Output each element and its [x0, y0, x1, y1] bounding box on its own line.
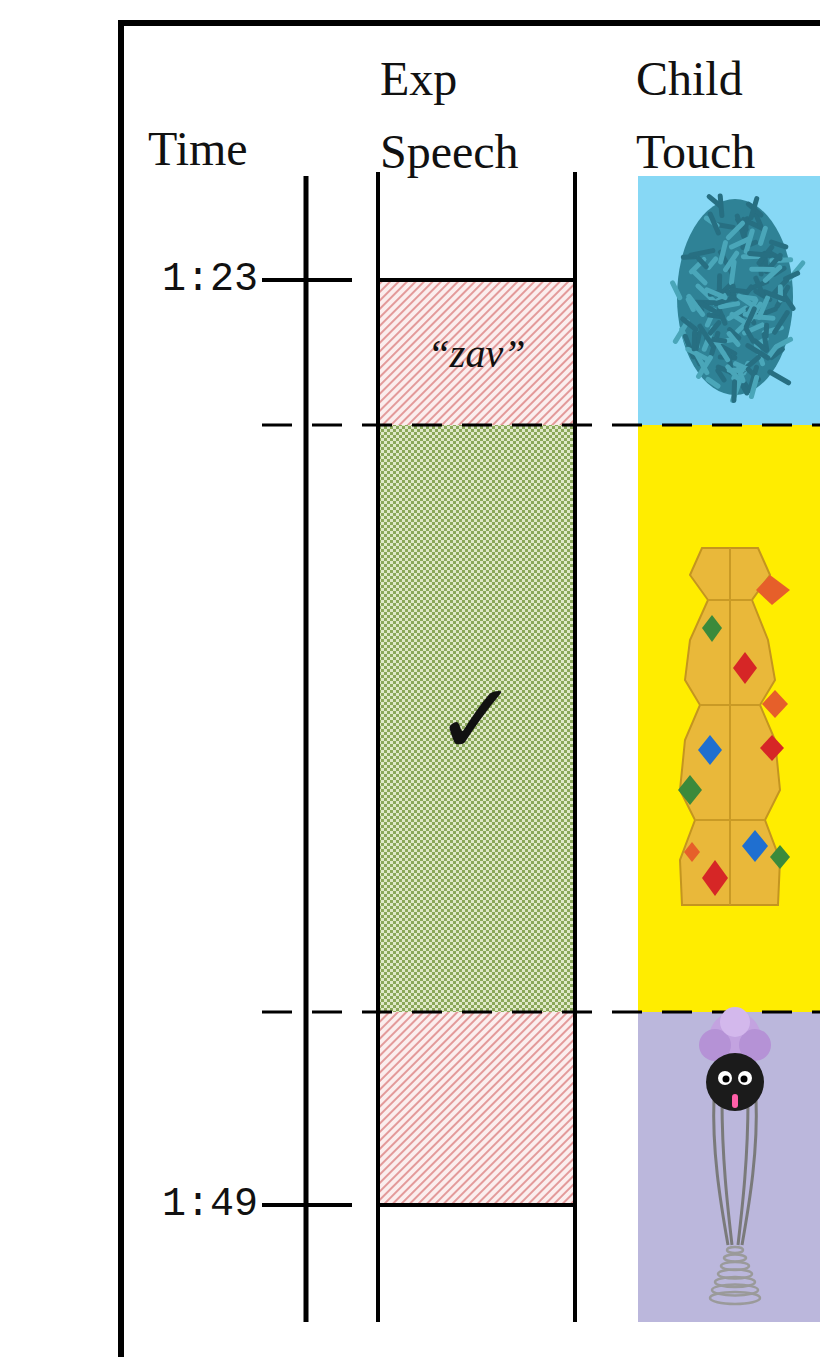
frame — [121, 23, 820, 1357]
segment-text: “zav” — [428, 332, 526, 376]
mop-strand — [720, 196, 722, 216]
whisk-toy — [699, 1007, 771, 1304]
touch-band — [638, 425, 820, 1012]
touch-band — [638, 1012, 820, 1322]
mop-strand — [765, 292, 785, 299]
mop-strand — [765, 267, 779, 280]
mop-strand — [707, 290, 725, 298]
time-axis — [304, 176, 309, 1322]
mop-strand — [701, 304, 718, 313]
mop-strand — [731, 239, 748, 247]
column-header: Time — [148, 112, 298, 185]
mop-strand — [709, 259, 716, 268]
mop-strand — [699, 358, 711, 377]
dashed-boundary — [262, 424, 820, 427]
column-line — [376, 172, 380, 1322]
mop-strand — [688, 349, 706, 358]
wooden-toy — [678, 548, 790, 905]
mop-strand — [756, 278, 763, 294]
mop-strand — [746, 329, 753, 341]
time-stamp: 1:23 — [130, 256, 258, 304]
mop-strand — [753, 317, 773, 319]
mop-strand — [746, 309, 754, 327]
mop-strand — [691, 251, 713, 255]
segment-border — [378, 1203, 575, 1207]
mop-strand — [761, 228, 766, 243]
mop-strand — [717, 276, 722, 293]
mop-strand — [710, 323, 719, 333]
mop-strand — [786, 273, 798, 279]
mop-strand — [777, 339, 791, 346]
mop-strand — [775, 313, 788, 333]
mop-strand — [736, 364, 747, 369]
mop-strand — [720, 304, 738, 307]
tick — [262, 278, 352, 282]
mop-strand — [699, 258, 707, 266]
mop-strand — [720, 312, 725, 324]
segment-text: ✓ — [435, 665, 519, 775]
mop-strand — [751, 377, 756, 396]
mop-strand — [718, 371, 724, 380]
mop-strand — [710, 214, 718, 233]
mop-strand — [721, 243, 726, 262]
speech-segment: ✓ — [380, 427, 573, 1012]
speech-segment — [380, 280, 575, 425]
segment-border — [378, 278, 575, 282]
mop-strand — [732, 314, 744, 322]
speech-segment — [380, 1012, 575, 1205]
mop-strand — [764, 325, 769, 336]
mop-strand — [692, 333, 697, 349]
mop-strand — [751, 199, 757, 218]
mop-strand — [700, 326, 712, 345]
mop-strand — [770, 347, 776, 355]
mop-strand — [688, 299, 693, 309]
mop-strand — [739, 296, 755, 307]
mop-strand — [750, 253, 771, 255]
column-header: Exp Speech — [380, 42, 565, 188]
mop-strand — [770, 372, 789, 383]
speech-segment — [380, 425, 575, 1012]
mop-strand — [733, 379, 741, 400]
time-stamp: 1:49 — [130, 1181, 258, 1229]
mop-strand — [708, 379, 718, 386]
tick — [262, 1203, 352, 1207]
mop-toy — [673, 196, 803, 401]
mop-strand — [729, 368, 742, 373]
column-header: Child Touch — [636, 42, 816, 188]
mop-strand — [732, 290, 744, 291]
mop-strand — [729, 334, 738, 345]
column-line — [573, 172, 577, 1322]
mop-strand — [752, 267, 774, 272]
speech-segment: “zav” — [380, 282, 573, 425]
mop-strand — [673, 283, 680, 298]
mop-strand — [694, 272, 705, 283]
mop-strand — [726, 253, 737, 269]
touch-band — [638, 176, 820, 425]
mop-strand — [683, 319, 696, 330]
mop-strand — [731, 382, 737, 401]
mop-strand — [728, 223, 742, 237]
mop-strand — [742, 384, 747, 393]
mop-strand — [755, 341, 766, 350]
mop-strand — [731, 262, 734, 283]
